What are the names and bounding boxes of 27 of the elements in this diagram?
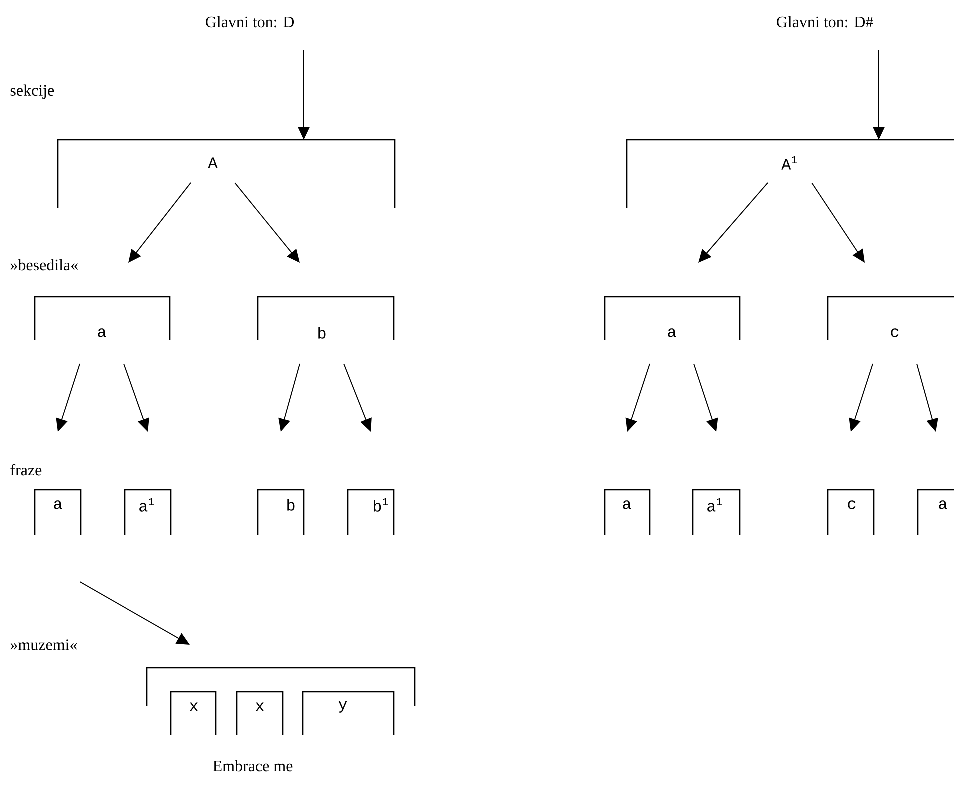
bracket-box: a$^{1}$: [692, 489, 741, 535]
bracket-box: a: [604, 489, 651, 535]
bracket-box: x: [236, 691, 284, 735]
arrow: [128, 182, 192, 263]
bracket-box: a$^{1}$: [124, 489, 172, 535]
bracket-box: b: [257, 489, 305, 535]
level-label: fraze: [10, 464, 42, 476]
level-label: »muzemi«: [10, 640, 78, 650]
bracket-box: c: [827, 489, 875, 535]
heading-text: Glavni ton: D: [206, 16, 294, 28]
bracket-box: a: [34, 296, 171, 340]
bracket-box: c: [827, 296, 954, 340]
bracket-box: b: [257, 296, 395, 340]
arrow: [234, 182, 300, 263]
bracket-box: a: [604, 296, 741, 340]
bracket-box: A: [57, 139, 396, 208]
caption-text: Embrace me: [213, 760, 293, 772]
bracket-box: x: [170, 691, 217, 735]
bracket-box: a: [917, 489, 954, 535]
heading-text: Glavni ton: D#: [777, 16, 874, 28]
arrow: [698, 182, 768, 263]
level-label: »besedila«: [10, 259, 78, 271]
level-label: sekcije: [10, 84, 54, 100]
bracket-box: b$^{1}$: [347, 489, 395, 535]
bracket-box: y: [302, 691, 395, 735]
bracket-box: A$^{1}$: [626, 139, 954, 208]
bracket-box: a: [34, 489, 82, 535]
